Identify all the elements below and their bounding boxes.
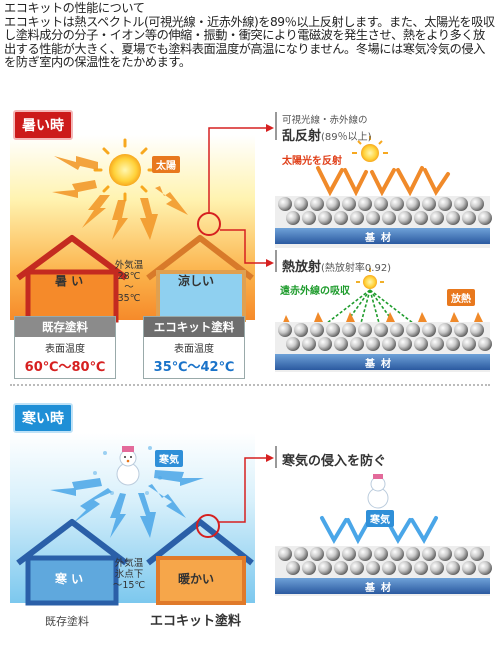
cold-panel-label: 寒気: [366, 510, 394, 527]
radiation-sun-icon: [363, 275, 377, 289]
hot-room-right: 涼しい: [178, 274, 215, 288]
hot-badge: 暑い時: [13, 110, 73, 140]
panel1-caption: 可視光線・赤外線の: [282, 115, 368, 126]
cold-panel-title: 寒気の侵入を防ぐ: [282, 454, 387, 469]
panel2-base-label: 基材: [365, 359, 397, 370]
panel-snowman-icon: [367, 474, 389, 509]
sun-icon: [93, 138, 157, 202]
panel1-base-label: 基材: [365, 233, 397, 244]
cold-air-label: 寒気: [155, 450, 183, 467]
base-plate-3: [275, 578, 490, 594]
house-cold-left: [16, 519, 128, 606]
cold-badge: 寒い時: [13, 403, 73, 433]
reflection-sun-icon: [352, 136, 388, 162]
base-plate-1: [275, 228, 490, 244]
intro-heading: エコキットの性能について: [4, 1, 145, 15]
molecule-layer-1: [278, 197, 492, 225]
snowman-icon: [116, 446, 140, 486]
house-left: [16, 235, 128, 323]
cold-room-left: 寒 い: [55, 572, 84, 586]
panel1-reflect-label: 太陽光を反射: [282, 156, 342, 167]
existing-paint-box: 既存塗料 表面温度 60℃〜80℃: [14, 316, 116, 379]
panel2-absorb-label: 遠赤外線の吸収: [280, 286, 350, 297]
panel2-heat-label: 放熱: [447, 289, 475, 306]
base-plate-2: [275, 354, 490, 370]
cold-section: 寒い時 寒気 寒 い 暖かい 外気温氷点下〜15℃ 既存塗料 エコキット塗料 寒…: [0, 398, 500, 666]
cold-outside-temp: 外気温氷点下〜15℃: [112, 558, 146, 591]
hot-illustration: [10, 112, 492, 372]
panel1-title: 乱反射(89％以上): [282, 129, 372, 144]
section-divider: [10, 384, 490, 386]
cold-panel-base-label: 基材: [365, 583, 397, 594]
cold-caption-right: エコキット塗料: [150, 614, 242, 629]
sun-label: 太陽: [152, 156, 180, 173]
intro-body: エコキットは熱スペクトル(可視光線・近赤外線)を89％以上反射します。また、太陽…: [4, 14, 495, 70]
intro-text: エコキットの性能について エコキットは熱スペクトル(可視光線・近赤外線)を89％…: [4, 1, 496, 70]
cold-caption-left: 既存塗料: [45, 615, 89, 628]
ecokit-paint-box: エコキット塗料 表面温度 35℃〜42℃: [143, 316, 245, 379]
panel2-title: 熱放射(熱放射率0.92): [282, 260, 392, 275]
hot-room-left: 暑 い: [55, 274, 84, 288]
house-cold-right: [146, 519, 254, 605]
cold-illustration: [10, 433, 492, 606]
cold-room-right: 暖かい: [178, 572, 215, 586]
